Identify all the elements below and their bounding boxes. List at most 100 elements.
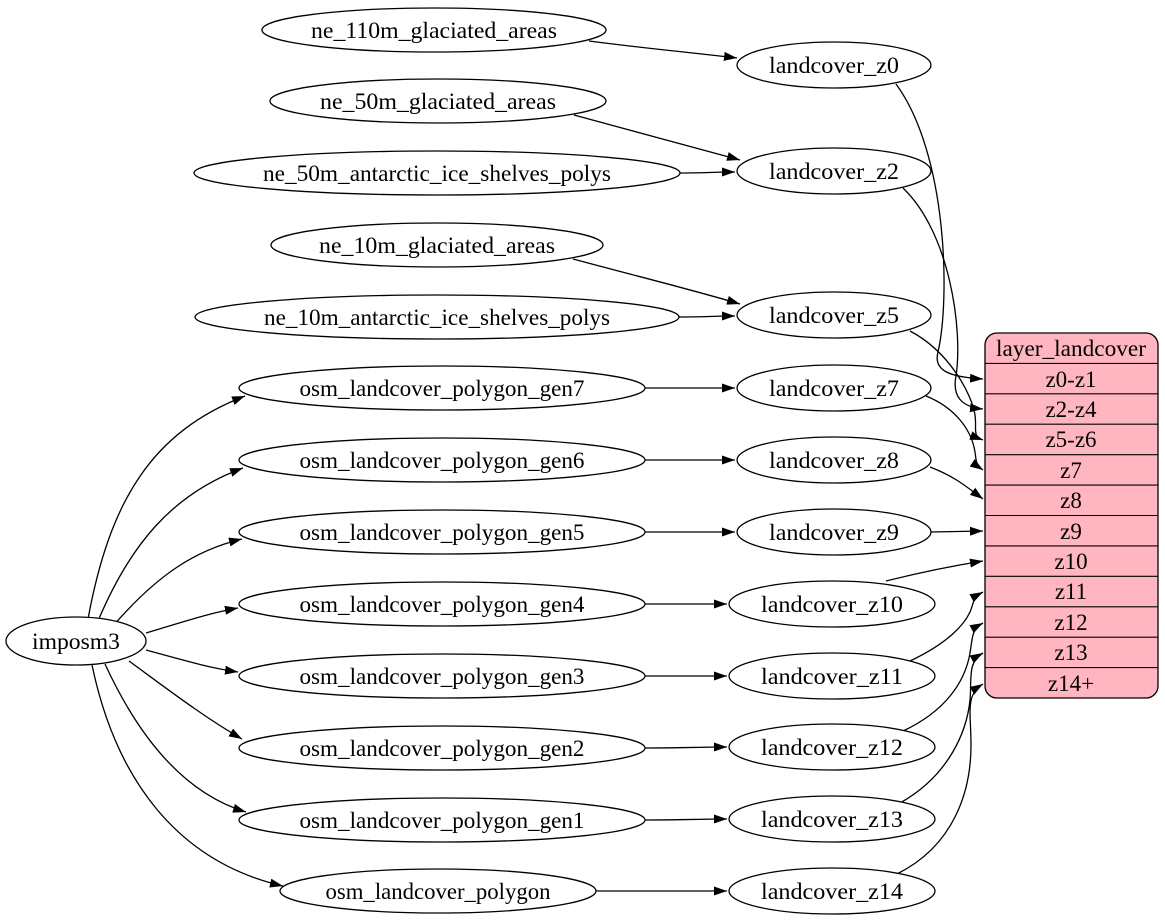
- node-landcover-z5-shape: [736, 291, 932, 339]
- edge-z10-to-row-z10: [885, 558, 984, 582]
- table-row-z8: z8: [1060, 488, 1082, 513]
- node-osm-landcover-polygon-gen7-label: osm_landcover_polygon_gen7: [300, 376, 585, 401]
- node-landcover-z5-label: landcover_z5: [769, 303, 899, 328]
- table-row-z9: z9: [1060, 519, 1082, 544]
- edge-imposm3-to-gen1: [104, 663, 247, 813]
- node-osm-landcover-polygon-gen5: osm_landcover_polygon_gen5: [238, 509, 646, 555]
- edge-z12-to-row-z12: [902, 622, 984, 732]
- edges-group: [87, 40, 984, 896]
- node-osm-landcover-polygon-gen1-label: osm_landcover_polygon_gen1: [300, 808, 585, 833]
- node-landcover-z10-label: landcover_z10: [761, 592, 903, 617]
- table-row-z14plus: z14+: [1048, 671, 1094, 696]
- edge-z13-to-row-z13: [899, 652, 984, 804]
- node-landcover-z12: landcover_z12: [728, 723, 936, 771]
- edge-imposm3-to-gen2: [128, 660, 243, 740]
- node-osm-landcover-polygon-gen2-shape: [238, 725, 646, 771]
- node-osm-landcover-polygon-label: osm_landcover_polygon: [326, 879, 551, 904]
- node-osm-landcover-polygon-gen1: osm_landcover_polygon_gen1: [238, 797, 646, 843]
- node-landcover-z10: landcover_z10: [728, 580, 936, 628]
- edge-z9-to-row-z9: [930, 526, 984, 536]
- node-landcover-z5: landcover_z5: [736, 291, 932, 339]
- edge-gen2-to-z12: [644, 742, 728, 752]
- edge-ne10m-glaciated-to-z5: [572, 258, 741, 305]
- node-landcover-z8-shape: [736, 436, 932, 484]
- node-landcover-z13-shape: [728, 795, 936, 843]
- edge-gen1-to-z13: [644, 814, 728, 824]
- table-row-z2-z4: z2-z4: [1045, 397, 1097, 422]
- node-osm-landcover-polygon-gen3-label: osm_landcover_polygon_gen3: [300, 664, 585, 689]
- table-row-z5-z6: z5-z6: [1045, 427, 1096, 452]
- edge-imposm3-to-gen3: [145, 649, 239, 675]
- edge-imposm3-to-gen7: [87, 395, 246, 620]
- edge-imposm3-to-gen4: [145, 605, 239, 634]
- node-landcover-z11-shape: [728, 652, 936, 700]
- node-osm-landcover-polygon-gen6: osm_landcover_polygon_gen6: [238, 437, 646, 483]
- edge-z14-to-row-z14plus: [896, 683, 984, 875]
- node-landcover-z13: landcover_z13: [728, 795, 936, 843]
- edge-z0-to-row-z0-z1: [895, 83, 984, 383]
- node-landcover-z11: landcover_z11: [728, 652, 936, 700]
- node-osm-landcover-polygon-gen7: osm_landcover_polygon_gen7: [238, 365, 646, 411]
- node-imposm3-shape: [5, 616, 147, 666]
- edge-ne50m-glaciated-to-z2: [573, 114, 741, 161]
- table-row-z11: z11: [1055, 579, 1087, 604]
- node-osm-landcover-polygon-gen2: osm_landcover_polygon_gen2: [238, 725, 646, 771]
- node-landcover-z11-label: landcover_z11: [761, 664, 903, 689]
- node-landcover-z9: landcover_z9: [736, 508, 932, 556]
- table-row-z13: z13: [1054, 640, 1087, 665]
- node-ne-50m-antarctic-ice-shelves-polys-shape: [193, 150, 681, 196]
- node-osm-landcover-polygon-gen4-shape: [238, 581, 646, 627]
- node-ne-10m-antarctic-ice-shelves-polys-shape: [194, 294, 680, 340]
- node-ne-50m-glaciated-areas-shape: [269, 78, 607, 124]
- node-ne-10m-glaciated-areas-label: ne_10m_glaciated_areas: [319, 233, 555, 258]
- node-imposm3-label: imposm3: [32, 629, 120, 654]
- node-osm-landcover-polygon-gen7-shape: [238, 365, 646, 411]
- edge-z2-to-row-z2-z4: [902, 187, 984, 413]
- node-osm-landcover-polygon-gen4-label: osm_landcover_polygon_gen4: [300, 592, 585, 617]
- node-imposm3: imposm3: [5, 616, 147, 666]
- node-landcover-z12-label: landcover_z12: [761, 735, 903, 760]
- edge-ne10m-antarctic-to-z5: [678, 311, 736, 321]
- node-osm-landcover-polygon-gen3: osm_landcover_polygon_gen3: [238, 653, 646, 699]
- node-ne-50m-antarctic-ice-shelves-polys: ne_50m_antarctic_ice_shelves_polys: [193, 150, 681, 196]
- node-ne-10m-antarctic-ice-shelves-polys-label: ne_10m_antarctic_ice_shelves_polys: [264, 305, 610, 330]
- edge-z8-to-row-z8: [929, 466, 984, 500]
- node-osm-landcover-polygon: osm_landcover_polygon: [279, 868, 597, 914]
- edge-z11-to-row-z11: [909, 591, 984, 662]
- node-landcover-z12-shape: [728, 723, 936, 771]
- table-layer-landcover: layer_landcover z0-z1 z2-z4 z5-z6 z7 z8 …: [984, 332, 1159, 699]
- node-landcover-z2-shape: [736, 147, 932, 195]
- node-landcover-z14-label: landcover_z14: [761, 879, 904, 904]
- node-landcover-z14-shape: [728, 867, 936, 915]
- node-osm-landcover-polygon-gen5-label: osm_landcover_polygon_gen5: [300, 520, 585, 545]
- node-landcover-z8: landcover_z8: [736, 436, 932, 484]
- node-landcover-z2: landcover_z2: [736, 147, 932, 195]
- node-ne-50m-antarctic-ice-shelves-polys-label: ne_50m_antarctic_ice_shelves_polys: [263, 161, 611, 186]
- node-ne-50m-glaciated-areas: ne_50m_glaciated_areas: [269, 78, 607, 124]
- node-osm-landcover-polygon-gen4: osm_landcover_polygon_gen4: [238, 581, 646, 627]
- table-row-z7: z7: [1060, 458, 1082, 483]
- node-ne-10m-antarctic-ice-shelves-polys: ne_10m_antarctic_ice_shelves_polys: [194, 294, 680, 340]
- edge-ne50m-antarctic-to-z2: [679, 167, 736, 177]
- node-landcover-z0: landcover_z0: [736, 41, 932, 89]
- node-landcover-z13-label: landcover_z13: [761, 807, 903, 832]
- node-landcover-z14: landcover_z14: [728, 867, 936, 915]
- node-osm-landcover-polygon-gen2-label: osm_landcover_polygon_gen2: [300, 736, 585, 761]
- node-landcover-z2-label: landcover_z2: [769, 159, 899, 184]
- node-osm-landcover-polygon-gen1-shape: [238, 797, 646, 843]
- node-osm-landcover-polygon-gen6-label: osm_landcover_polygon_gen6: [300, 448, 585, 473]
- edge-imposm3-to-gen6: [97, 467, 244, 622]
- node-landcover-z8-label: landcover_z8: [769, 448, 899, 473]
- node-ne-110m-glaciated-areas: ne_110m_glaciated_areas: [261, 7, 607, 53]
- node-ne-10m-glaciated-areas-shape: [270, 222, 604, 268]
- node-osm-landcover-polygon-shape: [279, 868, 597, 914]
- node-landcover-z9-label: landcover_z9: [769, 520, 899, 545]
- node-ne-110m-glaciated-areas-shape: [261, 7, 607, 53]
- node-landcover-z9-shape: [736, 508, 932, 556]
- node-ne-50m-glaciated-areas-label: ne_50m_glaciated_areas: [320, 89, 556, 114]
- node-ne-110m-glaciated-areas-label: ne_110m_glaciated_areas: [311, 18, 557, 43]
- table-row-z10: z10: [1054, 549, 1087, 574]
- node-landcover-z0-shape: [736, 41, 932, 89]
- edge-z5-to-row-z5-z6: [909, 330, 984, 441]
